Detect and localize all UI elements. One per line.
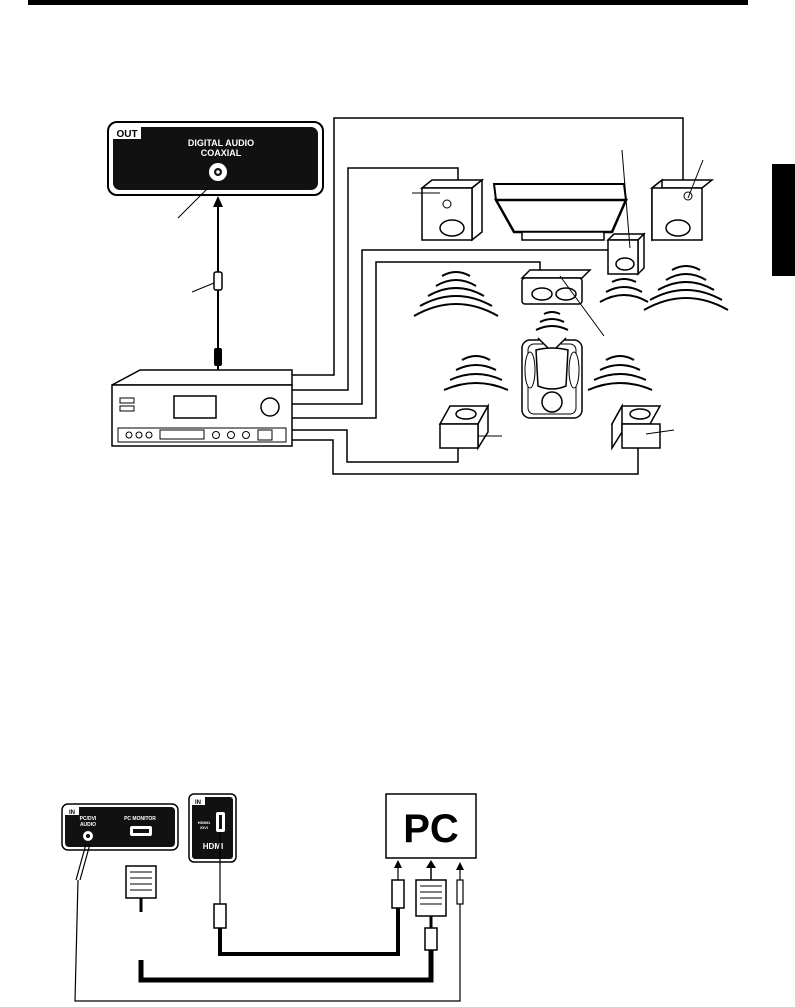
subwoofer [606, 149, 646, 276]
section-edge-tab [772, 164, 795, 276]
av-receiver [111, 369, 293, 447]
listener-in-chair [521, 337, 583, 419]
coaxial-cable [213, 196, 223, 373]
pc-dvi-audio-label-1: PC/DVI [80, 816, 97, 822]
hdmi-cable [213, 832, 405, 956]
pc-dvi-audio-label-2: AUDIO [80, 822, 96, 828]
vga-cable [125, 860, 447, 983]
tv [492, 183, 628, 241]
rear-right-speaker [610, 403, 675, 451]
digital-audio-out-panel: OUT DIGITAL AUDIO COAXIAL [107, 121, 324, 196]
pc-in-label: IN [69, 810, 75, 816]
hdmi-logo: HDMI [203, 842, 223, 851]
audio-cable [74, 843, 464, 1002]
sound-waves [413, 265, 729, 391]
hdmi-input-panel: IN HDMI1 /DVI HDMI [188, 793, 237, 863]
pc-input-panel: IN PC/DVI AUDIO PC MONITOR [61, 803, 179, 851]
out-label: OUT [116, 129, 137, 140]
hdmi-label-1: HDMI1 [198, 820, 211, 825]
hdmi-label-2: /DVI [200, 825, 208, 830]
pc-label: PC [403, 807, 459, 851]
pc-box: PC [385, 793, 477, 859]
front-left-speaker [412, 178, 485, 242]
top-rule [28, 0, 748, 5]
front-right-speaker [649, 159, 715, 242]
home-theater-diagram: OUT DIGITAL AUDIO COAXIAL [107, 117, 729, 475]
pc-monitor-label: PC MONITOR [124, 816, 156, 822]
hdmi-in-label: IN [195, 800, 201, 806]
rear-left-speaker [438, 403, 502, 451]
center-speaker [520, 269, 605, 337]
digital-audio-label: DIGITAL AUDIO [188, 138, 254, 148]
coaxial-label: COAXIAL [201, 148, 242, 158]
pc-connection-diagram: IN PC/DVI AUDIO PC MONITOR IN HDMI1 /DVI… [61, 793, 477, 1002]
speaker-wires [292, 117, 684, 475]
